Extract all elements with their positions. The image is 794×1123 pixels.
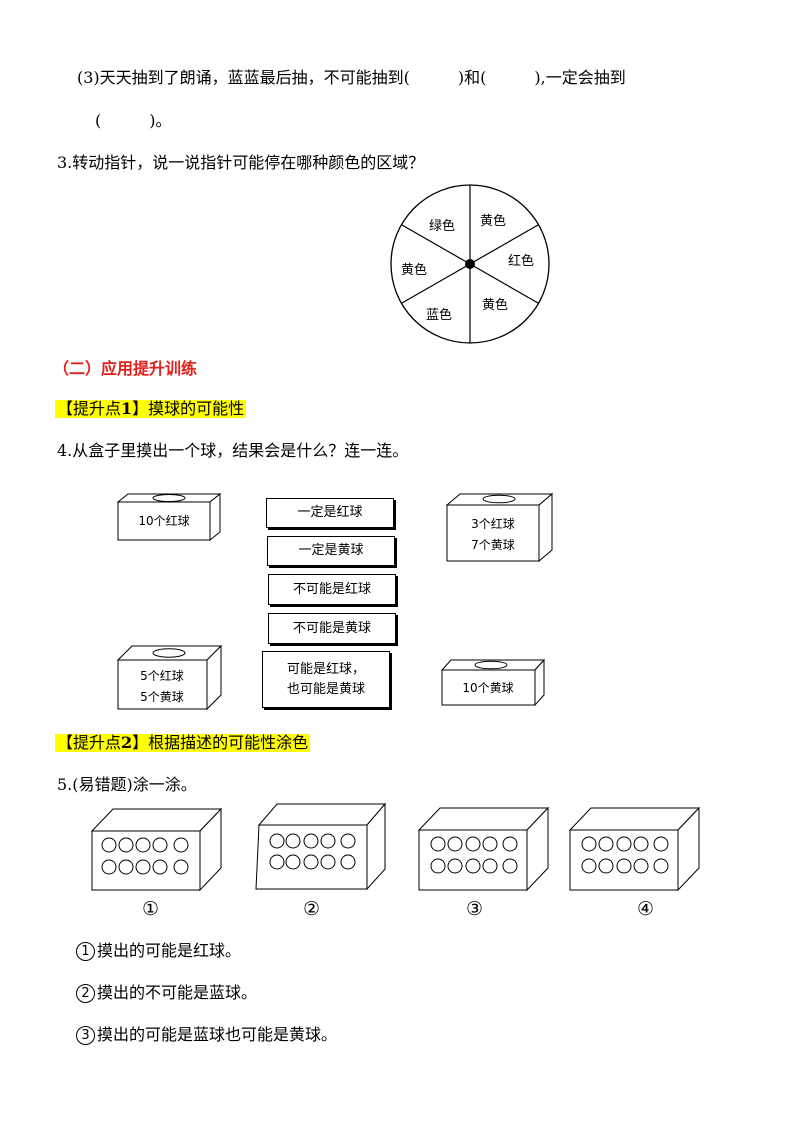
q4-title: 4.从盒子里摸出一个球，结果会是什么？连一连。 [57, 441, 409, 460]
ball-box-q5 [91, 808, 223, 892]
box-content: 5个黄球 [140, 690, 184, 704]
point2-heading: 【提升点2】根据描述的可能性涂色 [55, 733, 311, 752]
box-content: 5个红球 [140, 668, 184, 683]
ball-box-q5 [418, 807, 550, 892]
q5-title: 5.(易错题)涂一涂。 [57, 775, 197, 794]
box-number-label: ② [303, 898, 321, 920]
ball-box: 10个红球 [117, 493, 222, 542]
sector-label: 绿色 [429, 218, 455, 234]
sector-label: 黄色 [482, 297, 508, 313]
option-box[interactable]: 可能是红球，也可能是黄球 [262, 651, 390, 708]
sector-label: 红色 [508, 253, 534, 269]
item-number: 1 [76, 942, 95, 961]
point1-heading: 【提升点1】摸球的可能性 [55, 399, 247, 418]
q3-3-line2: ( )。 [95, 111, 172, 130]
item-number: 2 [76, 984, 95, 1003]
sector-label: 黄色 [401, 262, 427, 278]
ball-box-q5 [569, 807, 701, 892]
option-box[interactable]: 不可能是黄球 [268, 613, 396, 644]
ball-box: 5个红球 5个黄球 [117, 645, 223, 711]
box-content: 7个黄球 [471, 538, 515, 552]
box-number-label: ④ [637, 898, 655, 920]
item-number: 3 [76, 1026, 95, 1045]
option-box[interactable]: 不可能是红球 [268, 574, 396, 605]
box-number-label: ③ [466, 898, 484, 920]
ball-box: 3个红球 7个黄球 [446, 493, 554, 563]
spinner-wheel: 绿色 黄色 红色 黄色 蓝色 黄色 [390, 184, 550, 344]
ball-box: 10个黄球 [441, 659, 546, 707]
box-content: 10个红球 [138, 513, 189, 528]
sector-label: 蓝色 [426, 307, 452, 323]
box-number-label: ① [142, 898, 160, 920]
q3-3-line1: (3)天天抽到了朗诵，蓝蓝最后抽，不可能抽到( )和( ),一定会抽到 [77, 68, 626, 87]
ball-box-q5 [255, 803, 387, 891]
q3-title: 3.转动指针，说一说指针可能停在哪种颜色的区域？ [57, 153, 425, 172]
sector-label: 黄色 [480, 213, 506, 229]
box-content: 10个黄球 [462, 681, 513, 695]
option-box[interactable]: 一定是黄球 [267, 536, 395, 566]
option-box[interactable]: 一定是红球 [266, 498, 394, 528]
box-content: 3个红球 [471, 516, 515, 531]
section-title: （二）应用提升训练 [53, 359, 198, 378]
